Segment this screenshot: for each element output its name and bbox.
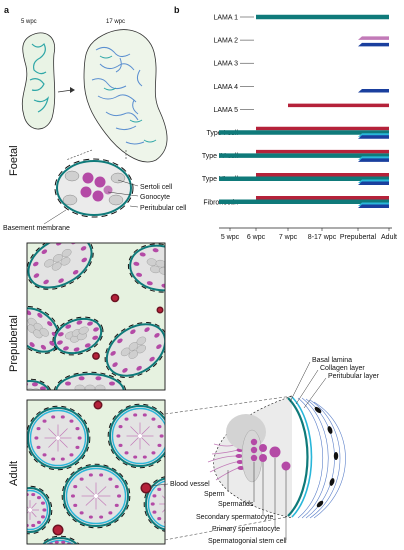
sperm-label: Sperm [204, 491, 225, 498]
adult-tubule [27, 405, 91, 471]
prepubertal-tubule [52, 316, 104, 356]
blood-vessel-label: Blood vessel [170, 481, 210, 488]
blood-vessel-leader [149, 483, 169, 487]
stage-tick-label: Adult [381, 234, 397, 241]
adult-tubule [143, 476, 165, 532]
prepubertal-tubule [104, 322, 165, 378]
primary-spermatocyte-label: Primary spermatocyte [212, 526, 280, 533]
panel-a-label: a [4, 5, 10, 15]
basement-membrane-label: Basement membrane [3, 225, 70, 232]
detail-leaders-bottom [227, 458, 287, 540]
expression-bar-red [256, 149, 389, 154]
stage-tick-label: 5 wpc [221, 234, 240, 241]
wpc-5-label: 5 wpc [21, 19, 37, 25]
adult-tubule [107, 403, 165, 469]
adult-tubule [40, 535, 80, 544]
stage-foetal-label: Foetal [8, 145, 20, 176]
stage-tick-label: 6 wpc [247, 234, 266, 241]
detail-leaders-top [289, 361, 327, 409]
growth-arrow-head [70, 87, 75, 93]
prepubertal-tubules [27, 243, 165, 390]
row-label: LAMA 4 [213, 84, 238, 91]
expression-bar-navy [358, 89, 389, 93]
row-label: LAMA 2 [213, 38, 238, 45]
spermatogonial-stem-cell-label: Spermatogonial stem cell [208, 538, 287, 545]
collagen-layer-label: Collagen layer [320, 365, 365, 372]
blood-vessel-lumen [93, 353, 99, 359]
row-label: LAMA 5 [213, 107, 238, 114]
expression-bar-teal [219, 130, 389, 135]
adult-tubules [27, 400, 165, 544]
gonocyte-label: Gonocyte [140, 194, 170, 201]
expression-bar-teal [219, 176, 389, 181]
expression-bar-teal [256, 14, 389, 20]
expression-bar-pink [358, 36, 389, 40]
foetal-testis-17wpc [83, 29, 168, 163]
spermatids-label: Spermatids [218, 501, 254, 508]
peritubular-cell-label: Peritubular cell [140, 205, 187, 212]
prepubertal-tubule [127, 243, 165, 293]
blood-vessel-lumen [158, 308, 162, 312]
expression-bar-navy [358, 158, 389, 162]
adult-tubule [61, 463, 131, 529]
adult-detail-section [207, 395, 346, 519]
stage-prepubertal-label: Prepubertal [8, 315, 20, 372]
expression-bar-navy [358, 42, 389, 47]
zoom-lines [164, 395, 293, 541]
foetal-cell-leaders [43, 179, 139, 225]
peritubular-layer-label: Peritubular layer [328, 373, 380, 380]
panel-b-label: b [174, 5, 180, 15]
growth-arrow [57, 89, 73, 93]
prepubertal-tubule [53, 371, 127, 390]
expression-bar-red [288, 103, 389, 108]
expression-bar-navy [358, 135, 389, 139]
expression-bar-teal [219, 153, 389, 158]
stage-tick-label: Prepubertal [340, 234, 377, 241]
secondary-spermatocyte-label: Secondary spermatocyte [196, 514, 274, 521]
expression-bar-teal [219, 199, 389, 205]
row-label: LAMA 3 [213, 61, 238, 68]
expression-bar-red [256, 172, 389, 177]
stage-adult-label: Adult [8, 461, 20, 486]
blood-vessel-lumen [95, 402, 101, 408]
wpc-17-label: 17 wpc [106, 19, 125, 25]
blood-vessel-lumen [54, 526, 62, 534]
blood-vessel-lumen [112, 295, 118, 301]
adult-tubule [27, 485, 53, 535]
row-label: LAMA 1 [213, 15, 238, 22]
blood-vessel-lumen [142, 484, 150, 492]
stage-tick-label: 8-17 wpc [308, 234, 337, 241]
prepubertal-tubule [27, 378, 52, 390]
expression-bar-navy [358, 204, 389, 209]
expression-bar-red [256, 196, 389, 200]
sertoli-cell-label: Sertoli cell [140, 184, 173, 191]
expression-bar-navy [358, 181, 389, 185]
foetal-cord-cross-section [54, 149, 134, 218]
stage-tick-label: 7 wpc [279, 234, 298, 241]
basal-lamina-label: Basal lamina [312, 357, 352, 364]
foetal-testis-5wpc [21, 32, 56, 130]
expression-bar-red [256, 126, 389, 131]
